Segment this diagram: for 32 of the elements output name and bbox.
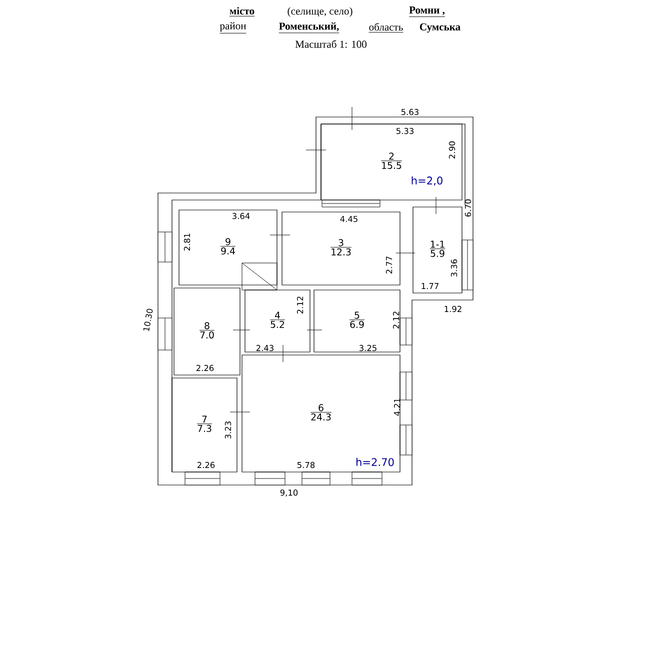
dimension-label: 3.25 <box>360 344 376 352</box>
ceiling-height-note: h=2.70 <box>356 458 394 466</box>
dimension-label: 5.78 <box>298 462 315 468</box>
header-text: Ромни , <box>408 6 446 17</box>
dimension-label: 3.23 <box>224 422 232 438</box>
dimension-label: 9,10 <box>280 489 298 497</box>
dimension-label: 2.90 <box>448 141 456 159</box>
dimension-label: 2.43 <box>256 344 274 352</box>
dimension-label: 4.45 <box>340 216 358 222</box>
dimension-label: 2.26 <box>196 364 214 372</box>
ceiling-height-note: h=2,0 <box>412 176 442 186</box>
dimension-label: 2.12 <box>392 312 400 329</box>
header-text: Роменський, <box>278 22 340 34</box>
header-text: (селище, село) <box>288 7 352 17</box>
dimension-label: 2.26 <box>197 462 215 468</box>
dimension-label: 5.63 <box>402 108 418 116</box>
dimension-label: 6.70 <box>464 199 472 217</box>
header-text: місто <box>229 7 255 16</box>
dimension-label: 1.77 <box>422 283 438 289</box>
dimension-label: 10.30 <box>143 308 153 332</box>
header-text: район <box>220 22 246 34</box>
dimension-label: 1.92 <box>444 306 462 312</box>
dimension-label: 3.64 <box>232 212 250 220</box>
dimension-label: 2.81 <box>184 234 190 251</box>
dimension-label: 2.12 <box>296 296 304 314</box>
scale-text: Масштаб 1: 100 <box>295 40 366 48</box>
dimension-label: 3.36 <box>450 259 458 276</box>
dimension-label: 4.21 <box>394 398 400 416</box>
header-text: Сумська <box>420 23 460 33</box>
dimension-label: 5.33 <box>396 128 414 134</box>
dimension-label: 2.77 <box>386 256 392 274</box>
header-text: область <box>368 23 404 33</box>
